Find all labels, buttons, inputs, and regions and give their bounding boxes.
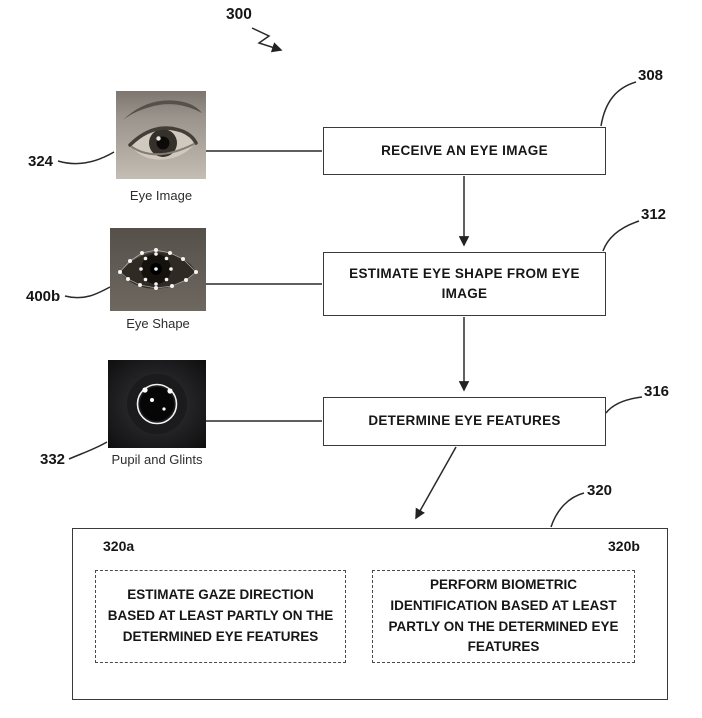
leader-line-312 <box>602 220 640 252</box>
step-estimate-eye-shape-label: ESTIMATE EYE SHAPE FROM EYE IMAGE <box>349 265 580 301</box>
leader-line-332 <box>68 441 108 460</box>
step-receive-eye-image: RECEIVE AN EYE IMAGE <box>323 127 606 175</box>
step-perform-biometric-identification: PERFORM BIOMETRIC IDENTIFICATION BASED A… <box>372 570 635 663</box>
ref-label-400b: 400b <box>26 288 61 305</box>
figure-number-300: 300 <box>226 6 252 23</box>
ref-label-324: 324 <box>28 153 54 170</box>
step-perform-biometric-identification-label: PERFORM BIOMETRIC IDENTIFICATION BASED A… <box>388 576 619 655</box>
step-estimate-eye-shape: ESTIMATE EYE SHAPE FROM EYE IMAGE <box>323 252 606 316</box>
figure-ref-zigzag-arrow <box>251 27 283 53</box>
leader-line-316 <box>605 396 643 414</box>
step-determine-eye-features: DETERMINE EYE FEATURES <box>323 397 606 446</box>
ref-label-332: 332 <box>40 451 66 468</box>
step-determine-eye-features-label: DETERMINE EYE FEATURES <box>368 413 561 429</box>
pupil-glints-caption: Pupil and Glints <box>111 452 203 467</box>
eye-image-caption: Eye Image <box>129 188 193 203</box>
ref-label-308: 308 <box>638 67 664 84</box>
leader-line-324 <box>57 151 115 165</box>
step-receive-eye-image-label: RECEIVE AN EYE IMAGE <box>381 142 548 158</box>
leader-line-308 <box>600 81 637 127</box>
ref-label-320: 320 <box>587 482 613 499</box>
leader-line-320 <box>550 492 585 528</box>
ref-label-316: 316 <box>644 383 670 400</box>
step-estimate-gaze-direction: ESTIMATE GAZE DIRECTION BASED AT LEAST P… <box>95 570 346 663</box>
eye-image-thumbnail <box>116 91 206 179</box>
eye-shape-caption: Eye Shape <box>126 316 190 331</box>
arrow-316-to-320 <box>415 446 457 520</box>
ref-label-312: 312 <box>641 206 667 223</box>
eye-shape-thumbnail <box>110 228 206 311</box>
leader-line-400b <box>64 286 111 299</box>
ref-label-320b: 320b <box>608 538 640 554</box>
ref-label-320a: 320a <box>103 538 135 554</box>
step-estimate-gaze-direction-label: ESTIMATE GAZE DIRECTION BASED AT LEAST P… <box>107 587 334 644</box>
eye-shape-landmarks-art <box>110 228 206 311</box>
eye-photo-art <box>116 91 206 179</box>
pupil-glints-art <box>108 360 206 448</box>
pupil-glints-thumbnail <box>108 360 206 448</box>
